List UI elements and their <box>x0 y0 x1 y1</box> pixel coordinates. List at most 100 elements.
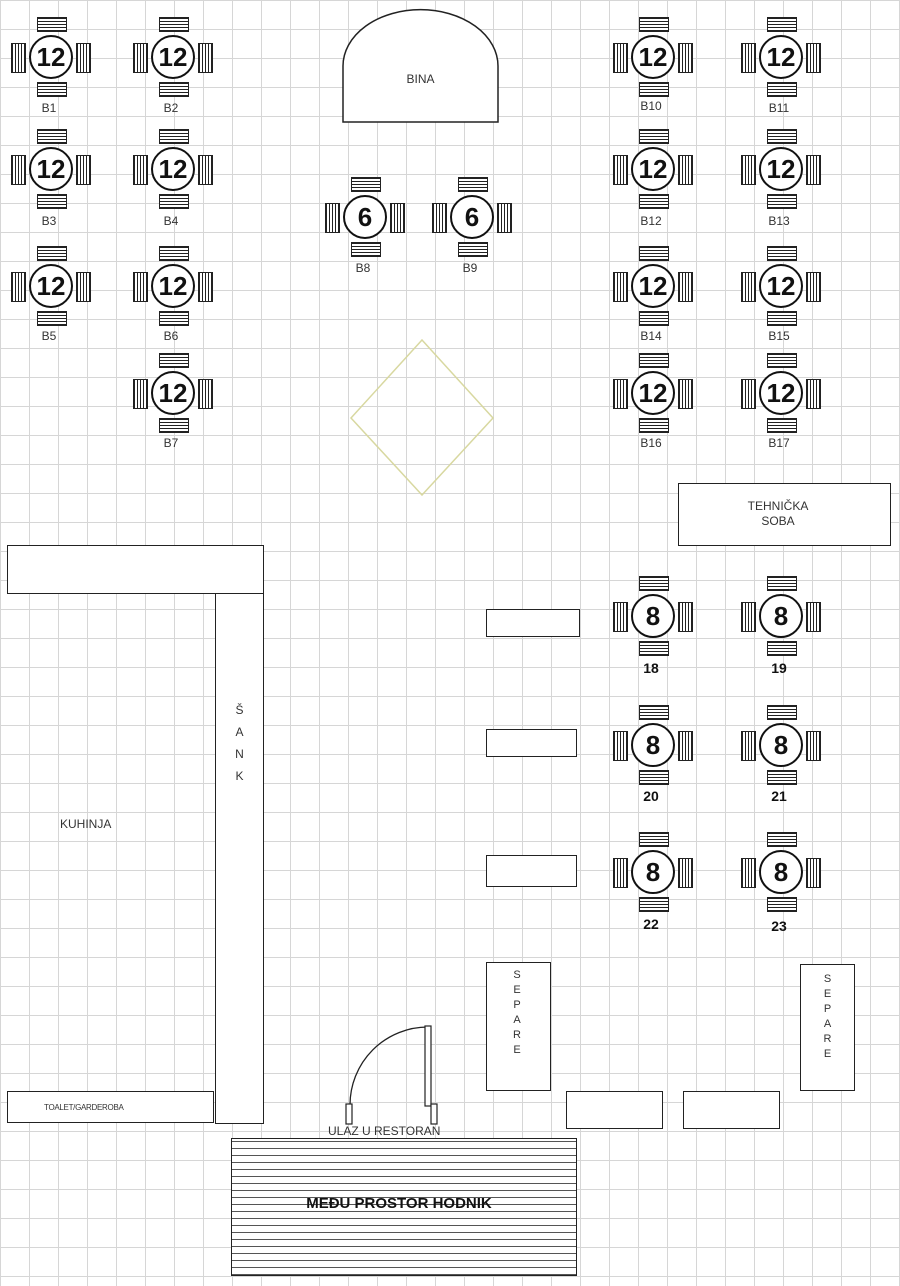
table-label: B12 <box>640 214 662 228</box>
chair <box>741 272 756 302</box>
table-23[interactable]: 8 <box>741 832 821 912</box>
table-label: 22 <box>643 916 659 932</box>
chair <box>198 155 213 185</box>
chair <box>639 832 669 847</box>
table-seat-count: 12 <box>631 147 675 191</box>
chair <box>613 731 628 761</box>
chair <box>159 246 189 261</box>
bench <box>683 1091 780 1129</box>
table-21[interactable]: 8 <box>741 705 821 785</box>
entrance-label: ULAZ U RESTORAN <box>328 1124 441 1138</box>
chair <box>613 379 628 409</box>
chair <box>767 418 797 433</box>
chair <box>133 272 148 302</box>
chair <box>639 353 669 368</box>
table-seat-count: 6 <box>343 195 387 239</box>
chair <box>767 897 797 912</box>
table-b15[interactable]: 12 <box>741 246 821 326</box>
table-b3[interactable]: 12 <box>11 129 91 209</box>
table-seat-count: 8 <box>759 850 803 894</box>
chair <box>806 379 821 409</box>
chair <box>678 272 693 302</box>
chair <box>639 129 669 144</box>
chair <box>767 82 797 97</box>
chair <box>351 177 381 192</box>
table-22[interactable]: 8 <box>613 832 693 912</box>
hallway <box>231 1138 577 1276</box>
table-label: B14 <box>640 329 662 343</box>
chair <box>325 203 340 233</box>
chair <box>497 203 512 233</box>
table-20[interactable]: 8 <box>613 705 693 785</box>
table-b2[interactable]: 12 <box>133 17 213 97</box>
chair <box>613 602 628 632</box>
chair <box>678 43 693 73</box>
bar-top-counter <box>7 545 264 594</box>
chair <box>678 602 693 632</box>
table-seat-count: 12 <box>631 264 675 308</box>
table-b14[interactable]: 12 <box>613 246 693 326</box>
chair <box>806 731 821 761</box>
chair <box>639 641 669 656</box>
table-b8[interactable]: 6 <box>325 177 405 257</box>
table-label: B5 <box>41 329 57 343</box>
table-18[interactable]: 8 <box>613 576 693 656</box>
table-b7[interactable]: 12 <box>133 353 213 433</box>
chair <box>741 155 756 185</box>
table-b12[interactable]: 12 <box>613 129 693 209</box>
separe-left-label: S E P A R E <box>513 969 521 1056</box>
chair <box>11 272 26 302</box>
table-label: B4 <box>163 214 179 228</box>
chair <box>11 155 26 185</box>
separe-right-label: S E P A R E <box>823 973 832 1060</box>
table-b10[interactable]: 12 <box>613 17 693 97</box>
chair <box>806 858 821 888</box>
table-label: 21 <box>771 788 787 804</box>
entrance-door-post-left <box>345 1103 353 1125</box>
table-seat-count: 12 <box>151 371 195 415</box>
chair <box>198 379 213 409</box>
bar-counter <box>215 593 264 1124</box>
chair <box>639 194 669 209</box>
chair <box>806 272 821 302</box>
hallway-label: MEĐU PROSTOR HODNIK <box>306 1195 492 1212</box>
chair <box>458 242 488 257</box>
table-seat-count: 12 <box>759 371 803 415</box>
table-b9[interactable]: 6 <box>432 177 512 257</box>
table-seat-count: 12 <box>29 264 73 308</box>
table-label: B16 <box>640 436 662 450</box>
table-seat-count: 12 <box>759 147 803 191</box>
tech-room-label: TEHNIČKA SOBA <box>747 499 809 528</box>
toilet-wardrobe <box>7 1091 214 1123</box>
table-b6[interactable]: 12 <box>133 246 213 326</box>
table-b5[interactable]: 12 <box>11 246 91 326</box>
table-b4[interactable]: 12 <box>133 129 213 209</box>
chair <box>37 82 67 97</box>
chair <box>639 311 669 326</box>
chair <box>390 203 405 233</box>
table-label: B9 <box>462 261 478 275</box>
table-seat-count: 12 <box>631 35 675 79</box>
table-seat-count: 6 <box>450 195 494 239</box>
chair <box>767 641 797 656</box>
bench <box>566 1091 663 1129</box>
chair <box>767 17 797 32</box>
table-seat-count: 12 <box>151 147 195 191</box>
chair <box>37 129 67 144</box>
table-b17[interactable]: 12 <box>741 353 821 433</box>
toilet-label: TOALET/GARDEROBA <box>44 1103 124 1112</box>
table-b1[interactable]: 12 <box>11 17 91 97</box>
stage-label: BINA <box>406 72 435 86</box>
table-b11[interactable]: 12 <box>741 17 821 97</box>
chair <box>639 418 669 433</box>
chair <box>678 155 693 185</box>
table-b13[interactable]: 12 <box>741 129 821 209</box>
table-19[interactable]: 8 <box>741 576 821 656</box>
table-b16[interactable]: 12 <box>613 353 693 433</box>
chair <box>613 858 628 888</box>
entrance-door-arc <box>349 1026 429 1106</box>
chair <box>639 246 669 261</box>
chair <box>198 272 213 302</box>
chair <box>613 155 628 185</box>
chair <box>678 731 693 761</box>
